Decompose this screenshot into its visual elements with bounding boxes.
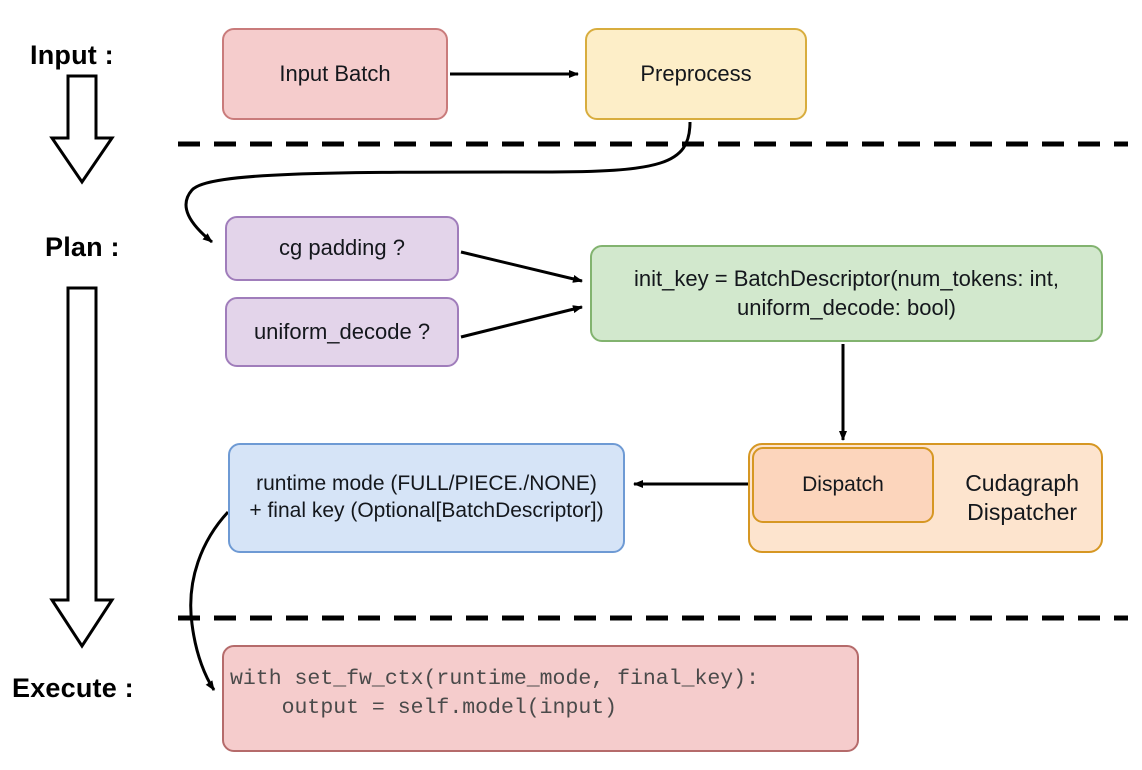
stage-label-execute: Execute : <box>12 673 134 703</box>
plan-to-execute-block-arrow <box>49 286 115 649</box>
node-dispatch[interactable]: Dispatch <box>752 447 934 523</box>
node-code-block[interactable]: with set_fw_ctx(runtime_mode, final_key)… <box>222 645 859 752</box>
node-init-key-batch-descriptor[interactable]: init_key = BatchDescriptor(num_tokens: i… <box>590 245 1103 342</box>
node-cg-padding[interactable]: cg padding ? <box>225 216 459 281</box>
node-runtime-mode[interactable]: runtime mode (FULL/PIECE./NONE) + final … <box>228 443 625 553</box>
node-preprocess[interactable]: Preprocess <box>585 28 807 120</box>
edge-uniform-decode-to-init-key <box>460 305 583 339</box>
stage-label-input: Input : <box>30 40 114 70</box>
input-to-plan-block-arrow <box>49 74 115 185</box>
edge-cg-padding-to-init-key <box>460 250 583 283</box>
stage-label-plan: Plan : <box>45 232 120 262</box>
node-uniform-decode[interactable]: uniform_decode ? <box>225 297 459 367</box>
node-input-batch[interactable]: Input Batch <box>222 28 448 120</box>
